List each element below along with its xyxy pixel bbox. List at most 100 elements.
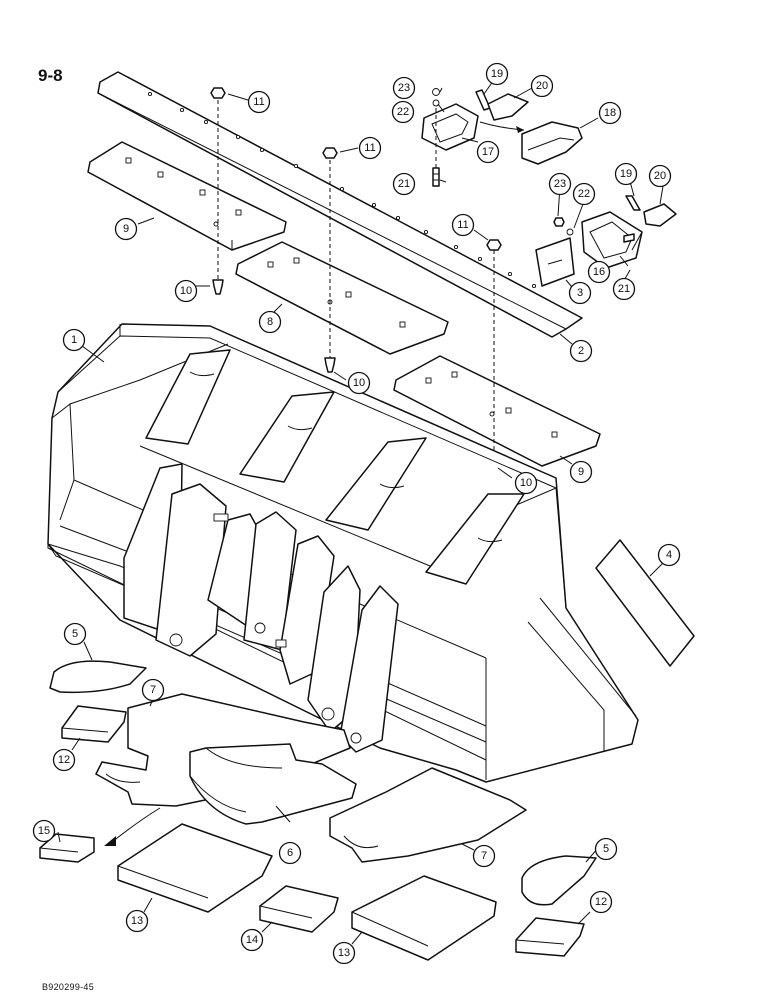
tooth-20-a: [487, 93, 529, 121]
nut-23-b: [553, 217, 565, 227]
callout-23-b: 23: [548, 172, 572, 196]
liner-6: [189, 743, 357, 825]
callouts: 1 2 3 4 5 5 6 7 7 8 9 9 10 10 10 11 11 1…: [32, 62, 681, 965]
callout-9-lower: 9: [569, 460, 593, 484]
pin-19-a: [475, 89, 491, 111]
tooth-adapter-right: [535, 195, 677, 287]
callout-10-b: 10: [347, 371, 371, 395]
callout-19-a: 19: [485, 62, 509, 86]
svg-text:13: 13: [131, 915, 143, 927]
callout-22-a: 22: [391, 100, 415, 124]
callout-15: 15: [32, 819, 56, 843]
callout-11-b: 11: [358, 136, 382, 160]
callout-11-a: 11: [247, 90, 271, 114]
tooth-adapter-upper: [421, 88, 583, 187]
plow-bolt-10-a: [212, 279, 224, 295]
svg-text:9: 9: [578, 466, 584, 478]
svg-text:17: 17: [482, 146, 494, 158]
svg-text:13: 13: [338, 947, 350, 959]
callout-10-c: 10: [514, 471, 538, 495]
svg-text:21: 21: [398, 178, 410, 190]
callout-18: 18: [598, 101, 622, 125]
svg-text:2: 2: [578, 345, 584, 357]
page-number: 9-8: [38, 66, 63, 85]
svg-text:20: 20: [654, 170, 666, 182]
svg-text:1: 1: [71, 334, 77, 346]
callout-2: 2: [569, 339, 593, 363]
svg-text:18: 18: [604, 107, 616, 119]
svg-text:5: 5: [603, 843, 609, 855]
svg-text:12: 12: [595, 896, 607, 908]
plate-14: [259, 885, 339, 933]
svg-text:21: 21: [618, 283, 630, 295]
svg-text:16: 16: [593, 266, 605, 278]
cutting-edge: [97, 71, 583, 338]
nut-11-c: [486, 239, 502, 251]
callout-17: 17: [476, 140, 500, 164]
svg-text:10: 10: [353, 377, 365, 389]
svg-text:11: 11: [457, 219, 468, 231]
callout-20-a: 20: [530, 74, 554, 98]
callout-11-c: 11: [451, 213, 475, 237]
svg-text:14: 14: [246, 934, 258, 946]
arrow-15: [111, 807, 161, 843]
callout-4: 4: [657, 543, 681, 567]
callout-3: 3: [568, 281, 592, 305]
document-code: B920299-45: [42, 982, 95, 992]
callout-8: 8: [258, 310, 282, 334]
svg-text:23: 23: [398, 82, 410, 94]
svg-text:7: 7: [481, 850, 487, 862]
tooth-18: [521, 121, 583, 165]
callout-7-left: 7: [141, 678, 165, 702]
callout-13-right: 13: [332, 941, 356, 965]
pad-12-left: [61, 705, 127, 743]
svg-text:22: 22: [578, 188, 590, 200]
svg-text:6: 6: [287, 847, 293, 859]
svg-text:22: 22: [397, 106, 409, 118]
callout-21-a: 21: [392, 172, 416, 196]
svg-text:20: 20: [536, 80, 548, 92]
nut-11-b: [322, 147, 338, 159]
callout-1: 1: [62, 328, 86, 352]
cover-plate: [595, 539, 695, 667]
callout-19-b: 19: [614, 162, 638, 186]
svg-text:11: 11: [253, 96, 264, 108]
callout-23-a: 23: [392, 76, 416, 100]
callout-5-right: 5: [594, 837, 618, 861]
wear-pad-5-right: [521, 855, 597, 906]
callout-13-left: 13: [125, 909, 149, 933]
nut-11-a: [210, 87, 226, 99]
svg-text:8: 8: [267, 316, 273, 328]
svg-text:5: 5: [72, 628, 78, 640]
svg-text:7: 7: [150, 684, 156, 696]
wear-strip-upper: [87, 141, 287, 251]
callout-10-a: 10: [174, 279, 198, 303]
svg-text:19: 19: [491, 68, 503, 80]
svg-text:9: 9: [123, 223, 129, 235]
svg-text:15: 15: [38, 825, 50, 837]
plate-13-left: [117, 823, 273, 913]
callout-21-b: 21: [612, 277, 636, 301]
callout-7-right: 7: [472, 844, 496, 868]
plow-bolt-10-b: [324, 357, 336, 373]
wear-strip-lower: [393, 355, 601, 467]
plate-13-right: [351, 875, 497, 961]
svg-text:3: 3: [577, 287, 583, 299]
callout-5-left: 5: [63, 622, 87, 646]
svg-text:10: 10: [180, 285, 192, 297]
svg-text:10: 10: [520, 477, 532, 489]
pad-12-right: [515, 917, 585, 957]
svg-text:12: 12: [58, 754, 70, 766]
bucket: [47, 323, 639, 783]
svg-text:23: 23: [554, 178, 566, 190]
svg-text:11: 11: [364, 142, 375, 154]
callout-12-left: 12: [52, 748, 76, 772]
tooth-20-b: [643, 203, 677, 227]
svg-text:4: 4: [666, 549, 672, 561]
block-15: [39, 833, 95, 863]
wear-pad-5-left: [49, 660, 147, 694]
wear-plate-7-right: [329, 767, 527, 863]
callout-16: 16: [587, 260, 611, 284]
callout-12-right: 12: [589, 890, 613, 914]
